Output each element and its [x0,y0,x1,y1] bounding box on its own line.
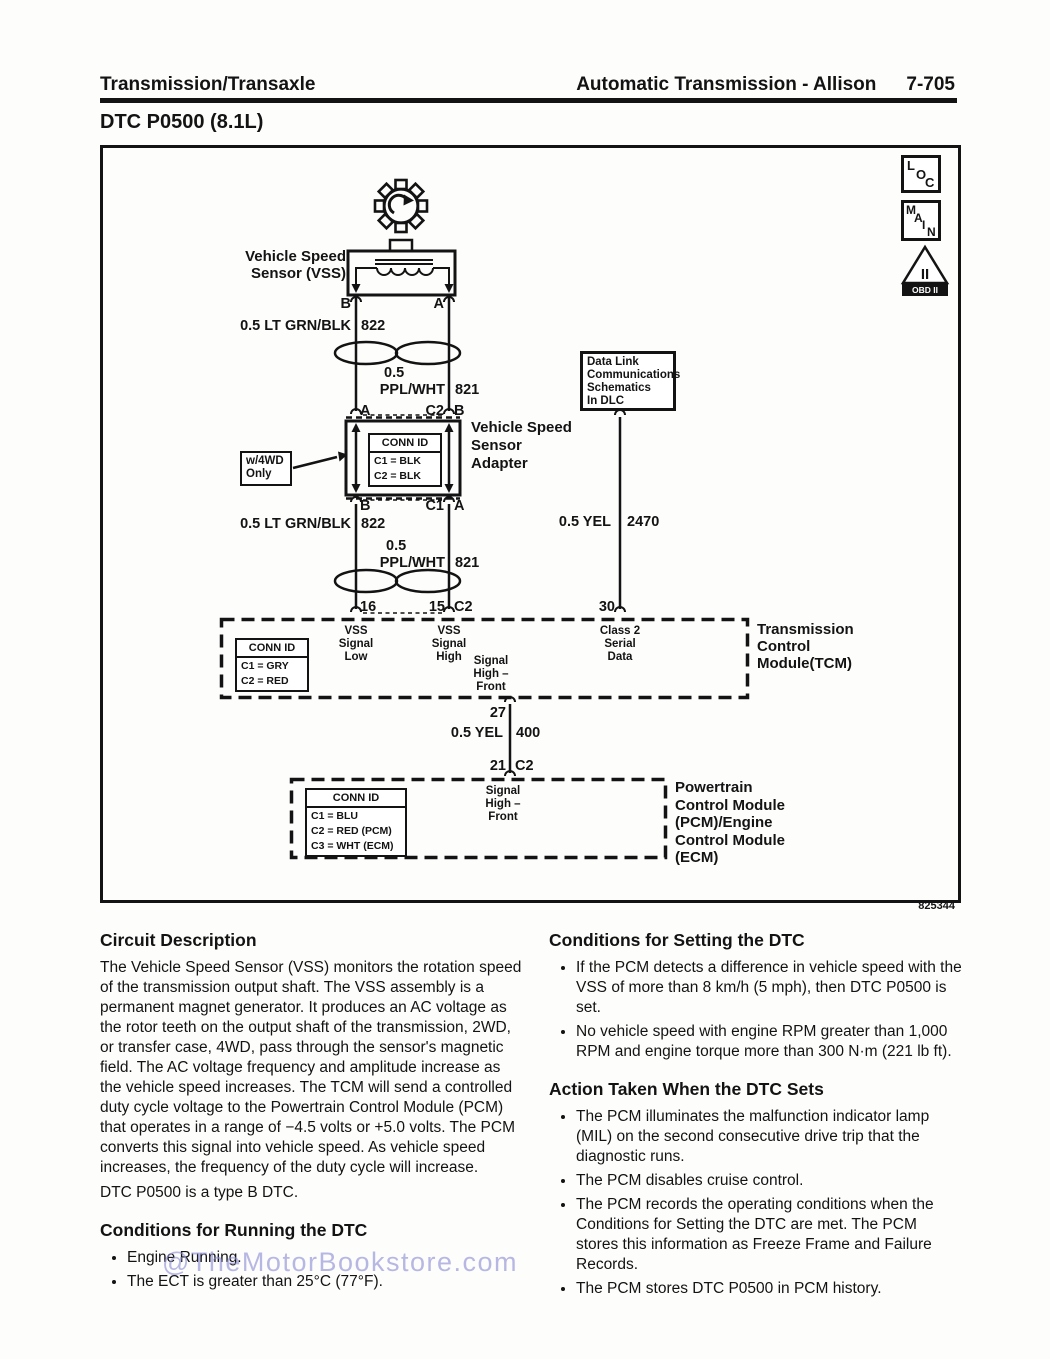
wire-label-grn-bot: 0.5 LT GRN/BLK [240,516,351,532]
circuit-description-heading: Circuit Description [100,930,257,950]
pcm-signal-high-front: Signal High – Front [485,785,521,823]
setting-bullets: If the PCM detects a difference in vehic… [549,958,963,1062]
wire-label-ppl-top: PPL/WHT [379,382,445,398]
wire-label-ppl-bot: PPL/WHT [379,555,445,571]
tcm-vss-signal-low: VSS Signal Low [338,625,374,663]
header-chapter: Automatic Transmission - Allison 7-705 [576,74,955,96]
header-section-title: Transmission/Transaxle [100,74,316,95]
pcm-box-outline [289,777,668,860]
running-bullet: Engine Running. [127,1248,524,1268]
vss-pin-b: B [340,296,351,312]
w4wd-arrow [292,451,348,470]
main-icon: M A I N [901,200,941,241]
wire-circuit-821-top: 821 [455,382,480,398]
pcm-pin-21-conn: C2 [515,758,534,774]
page-title: DTC P0500 (8.1L) [100,111,264,133]
adapter-pin-b-bottom: B [360,498,371,514]
tcm-pin-15-conn: C2 [454,599,473,615]
vss-pin-a: A [433,296,444,312]
running-bullets: Engine Running. The ECT is greater than … [100,1248,524,1292]
adapter-pin-a-top: A [360,403,371,419]
adapter-pin-b-top: B [454,403,465,419]
tcm-vss-signal-high: VSS Signal High [431,625,467,663]
conn-id-adapter: CONN ID C1 = BLK C2 = BLK [368,433,442,487]
tcm-name: Transmission Control Module(TCM) [757,621,854,672]
figure-number: 825344 [918,900,955,912]
tcm-pin-27: 27 [489,705,506,721]
wire-circuit-2470: 2470 [627,514,660,530]
header-chapter-title: Automatic Transmission - Allison [576,74,877,95]
setting-bullet: If the PCM detects a difference in vehic… [576,958,963,1018]
adapter-pin-c1-bottom: C1 [425,498,444,514]
datalink-box: Data Link Communications Schematics In D… [580,351,680,411]
header-rule [100,98,957,103]
wire-label-yel-2470: 0.5 YEL [558,514,611,530]
action-bullet: The PCM disables cruise control. [576,1171,963,1191]
wire-size-821-bot: 0.5 [386,538,407,554]
page-number: 7-705 [906,74,955,95]
tcm-signal-high-front: Signal High – Front [473,655,509,693]
w4wd-note: w/4WD Only [240,451,292,486]
wire-circuit-400: 400 [516,725,541,741]
action-bullets: The PCM illuminates the malfunction indi… [549,1107,963,1299]
right-column: Conditions for Setting the DTC If the PC… [549,930,963,1303]
action-heading: Action Taken When the DTC Sets [549,1079,824,1099]
running-heading: Conditions for Running the DTC [100,1220,368,1240]
tcm-pin-30: 30 [598,599,615,615]
wiring-diagram-linework: II OBD II [219,178,950,860]
conn-id-pcm: CONN ID C1 = BLU C2 = RED (PCM) C3 = WHT… [305,788,407,857]
pcm-name: Powertrain Control Module (PCM)/Engine C… [675,779,785,866]
wire-size-821-top: 0.5 [384,365,405,381]
tcm-pin-16: 16 [360,599,377,615]
vss-label: Vehicle Speed Sensor (VSS) [245,248,346,282]
vss-sensor-symbol [346,238,457,297]
left-column: Circuit Description The Vehicle Speed Se… [100,930,524,1296]
inline-connector-ovals [333,340,462,594]
obdii-icon: II OBD II [900,244,950,296]
wiring-diagram: II OBD II L O C M A I N Vehicle Speed Se… [100,145,961,903]
tcm-pin-15: 15 [428,599,445,615]
adapter-label: Vehicle Speed Sensor Adapter [471,419,572,472]
svg-text:OBD II: OBD II [912,285,938,295]
tcm-box-outline [219,617,750,700]
connector-dashed-links [363,414,442,614]
pcm-pin-21: 21 [489,758,506,774]
rotor-gear-icon [373,178,429,234]
tcm-class2-serial-data: Class 2 Serial Data [599,625,641,663]
setting-bullet: No vehicle speed with engine RPM greater… [576,1022,963,1062]
circuit-description-body: The Vehicle Speed Sensor (VSS) monitors … [100,959,522,1176]
circuit-description-note: DTC P0500 is a type B DTC. [100,1184,299,1201]
running-bullet: The ECT is greater than 25°C (77°F). [127,1272,524,1292]
adapter-pin-a-bottom: A [454,498,465,514]
watermark: @TheMotorBookstore.com [162,1247,519,1277]
action-bullet: The PCM illuminates the malfunction indi… [576,1107,963,1167]
svg-text:II: II [921,266,929,283]
action-bullet: The PCM records the operating conditions… [576,1195,963,1275]
adapter-box-linework [344,416,462,500]
wire-label-yel-400: 0.5 YEL [450,725,503,741]
setting-heading: Conditions for Setting the DTC [549,930,805,950]
wire-label-grn-top: 0.5 LT GRN/BLK [240,318,351,334]
adapter-pin-c2-top: C2 [425,403,444,419]
loc-icon: L O C [901,155,941,193]
terminal-connector-symbols [350,296,626,777]
action-bullet: The PCM stores DTC P0500 in PCM history. [576,1279,963,1299]
conn-id-tcm: CONN ID C1 = GRY C2 = RED [235,638,309,692]
wire-circuit-821-bot: 821 [455,555,480,571]
wire-circuit-822-bot: 822 [361,516,386,532]
wire-circuit-822-top: 822 [361,318,386,334]
